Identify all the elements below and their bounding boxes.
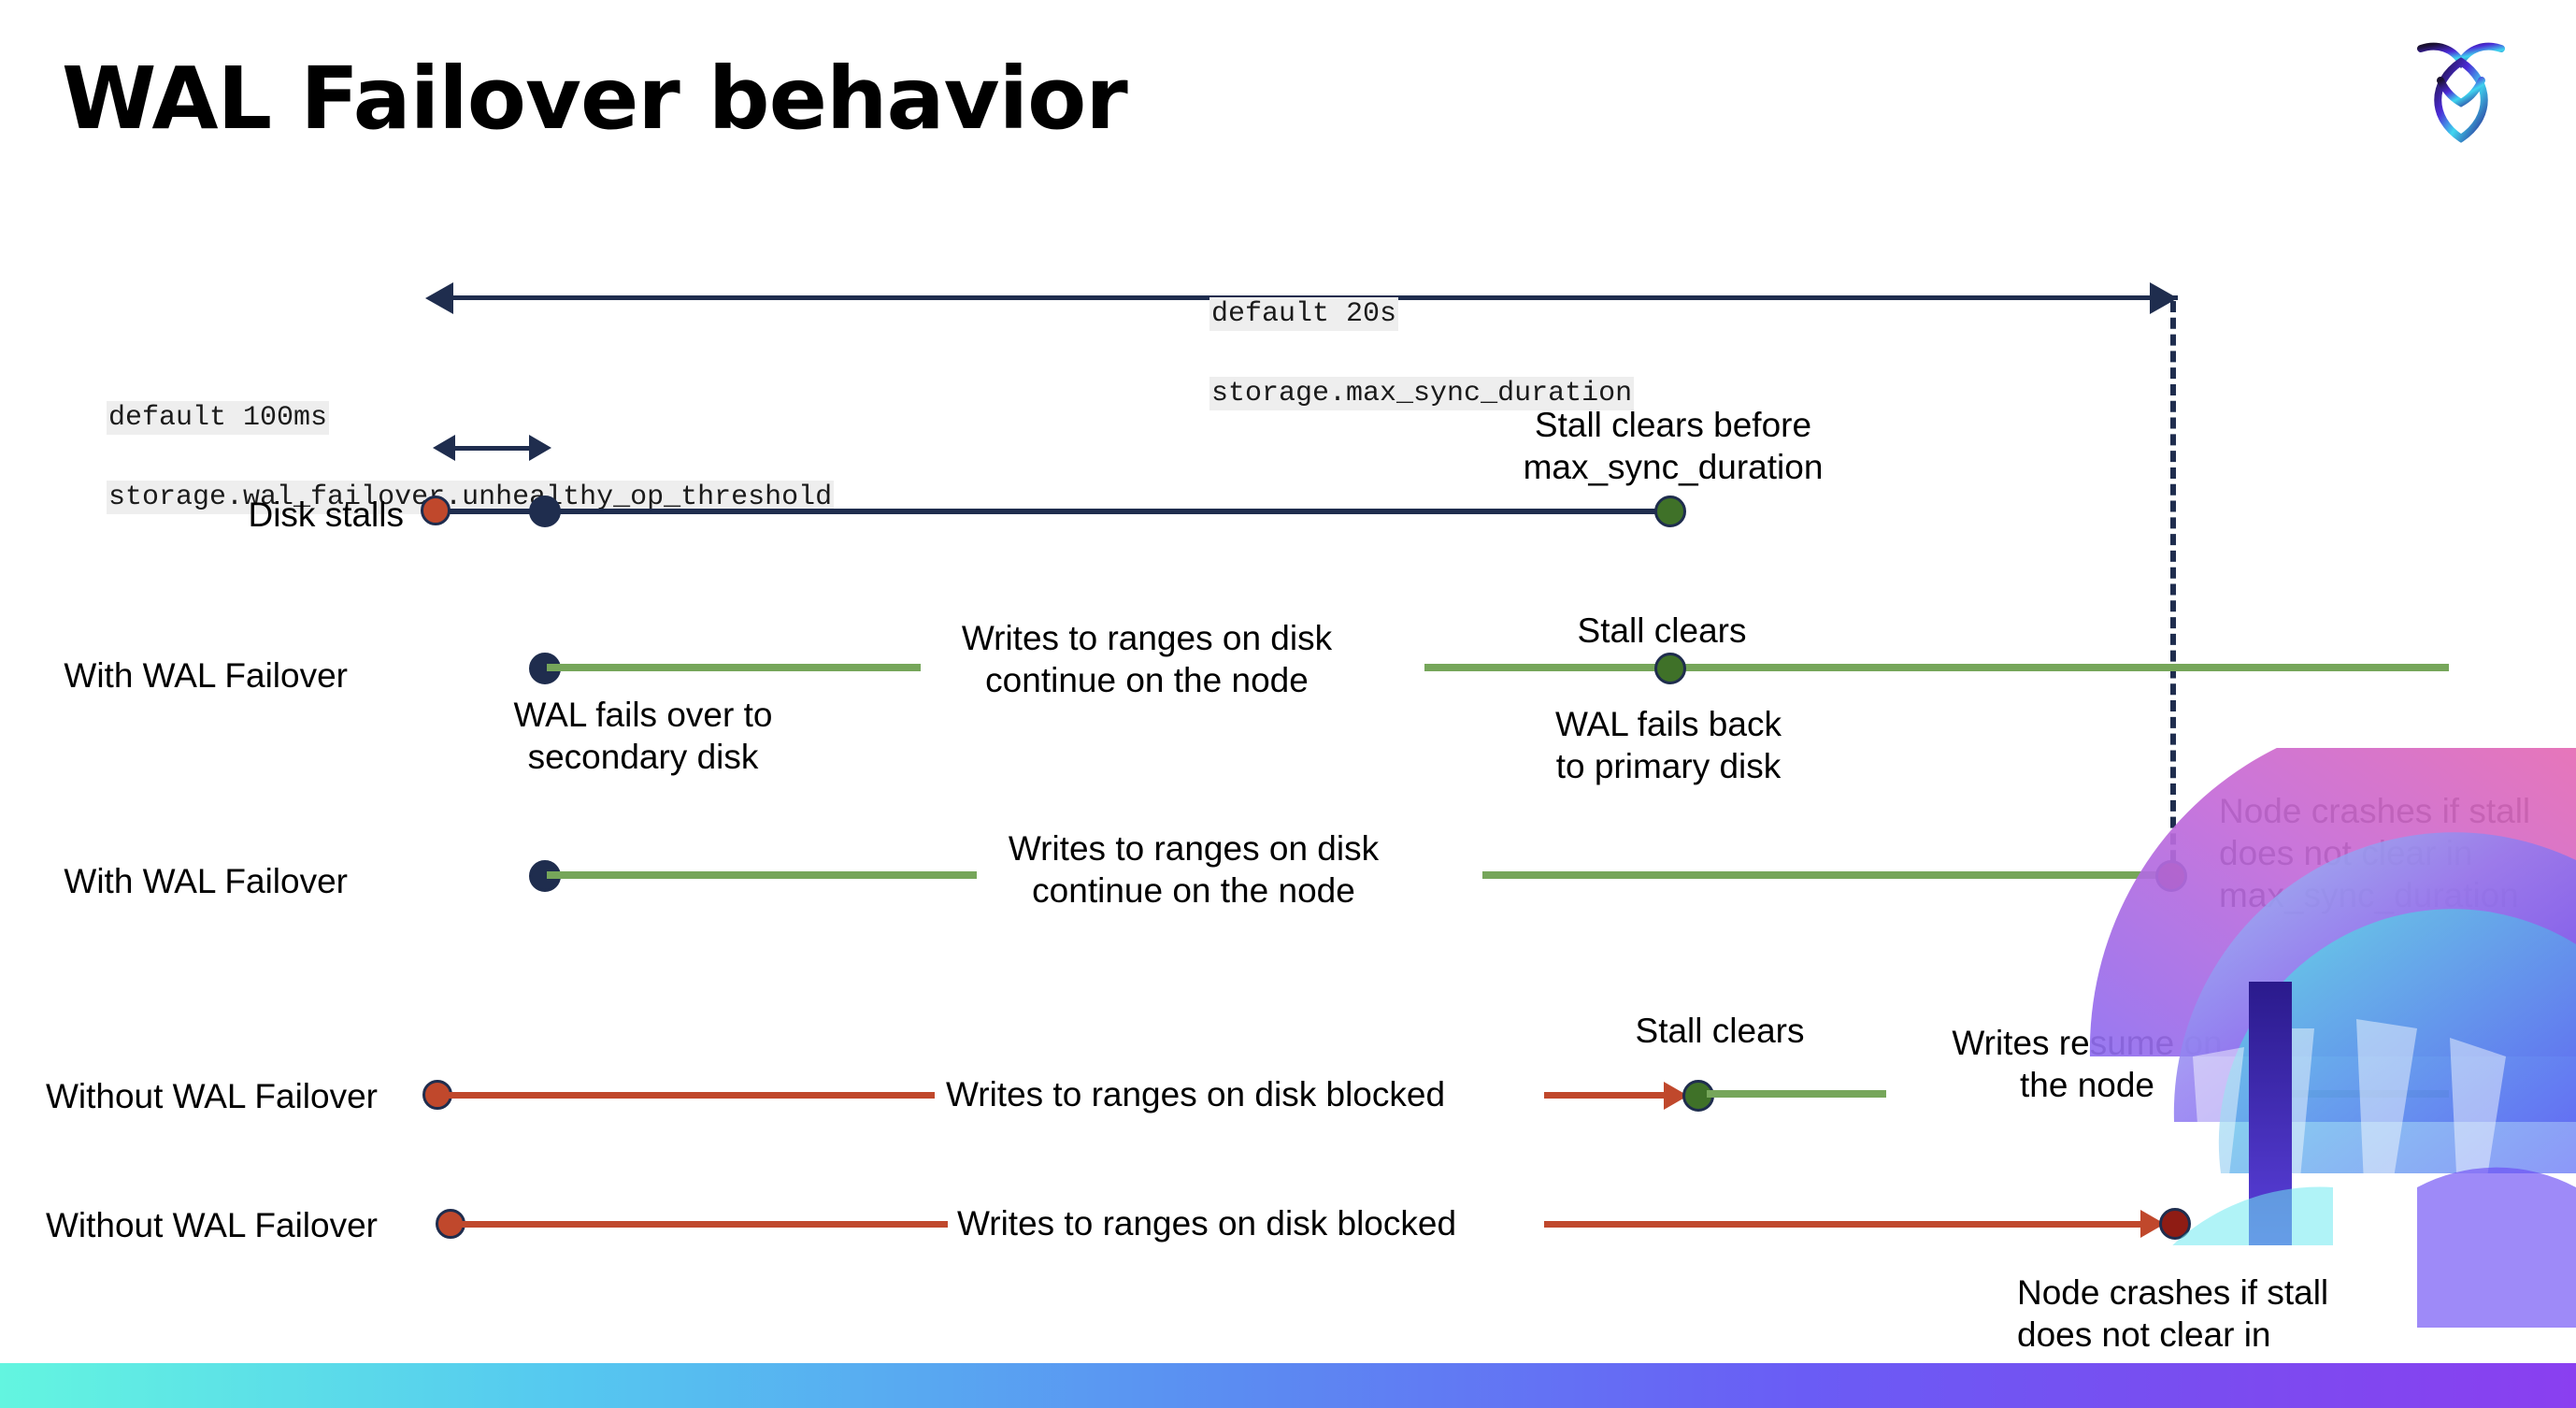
cockroachdb-logo-icon [2410,28,2512,150]
wal-failover-2-segment-b [1482,871,2174,879]
row-label-without-wal-failover-1: Without WAL Failover [45,1077,378,1115]
without-failover-1-blocked-segment-a [439,1092,935,1099]
note-writes-blocked-2: Writes to ranges on disk blocked [957,1204,1457,1243]
unhealthy-op-threshold-span-line [455,446,529,451]
bottom-gradient-bar [0,1363,2576,1408]
max-sync-span-left-arrowhead [425,282,453,314]
max-sync-duration-callout: default 20s storage.max_sync_duration [1142,254,1635,453]
disk-stalls-start-dot [421,496,451,525]
without-failover-2-blocked-segment-a [452,1221,948,1228]
row-label-with-wal-failover-2: With WAL Failover [64,862,348,900]
note-wal-fails-back-primary-disk: WAL fails back to primary disk [1555,705,1782,786]
row-label-without-wal-failover-2: Without WAL Failover [45,1206,378,1244]
without-failover-2-node-crash-dot [2159,1208,2191,1240]
wal-failover-2-segment-a [547,871,977,879]
unhealthy-op-default-text: default 100ms [107,400,330,435]
note-writes-resume-on-node: Writes resume on the node [1952,1024,2223,1105]
max-sync-default-text: default 20s [1209,296,1399,331]
note-stall-clears-row2: Stall clears [1577,611,1747,650]
wal-failover-1-segment-b [1424,664,2449,671]
disk-stalls-timeline [439,509,1673,514]
unhealthy-op-span-left-arrowhead [433,435,455,461]
without-failover-1-resume-segment-b [2290,1090,2449,1098]
unhealthy-op-setting-text: storage.wal_failover.unhealthy_op_thresh… [107,480,835,514]
note-writes-blocked-1: Writes to ranges on disk blocked [946,1075,1446,1113]
unhealthy-op-span-right-arrowhead [529,435,551,461]
page-title: WAL Failover behavior [62,49,1128,149]
note-stall-clears-row4: Stall clears [1635,1012,1805,1050]
max-sync-setting-text: storage.max_sync_duration [1209,376,1635,410]
without-failover-1-resume-segment-a [1707,1090,1886,1098]
without-failover-2-blocked-segment-b [1544,1221,2152,1228]
without-failover-1-blocked-segment-b [1544,1092,1675,1099]
wal-failover-1-segment-a [547,664,921,671]
note-wal-fails-over-secondary-disk: WAL fails over to secondary disk [513,696,773,777]
wal-failover-2-node-crash-dot [2155,860,2187,892]
note-stall-clears-before-max-sync: Stall clears before max_sync_duration [1523,406,1824,487]
unhealthy-op-threshold-callout: default 100ms storage.wal_failover.unhea… [39,358,835,557]
disk-stalls-failover-dot [529,496,561,527]
max-sync-duration-dashed-connector [2170,301,2176,878]
disk-stalls-clear-dot [1654,496,1686,527]
note-writes-continue-2: Writes to ranges on disk continue on the… [1008,829,1380,911]
note-node-crashes-1: Node crashes if stall does not clear in … [2219,792,2531,915]
note-writes-continue-1: Writes to ranges on disk continue on the… [961,619,1333,700]
wal-failover-1-stall-clear-dot [1654,653,1686,684]
row-label-disk-stalls: Disk stalls [248,496,404,534]
row-label-with-wal-failover-1: With WAL Failover [64,656,348,695]
